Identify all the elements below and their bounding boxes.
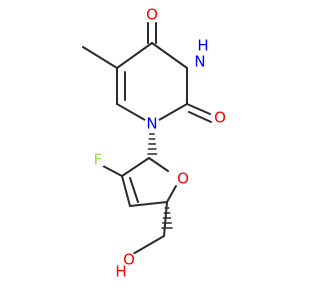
atom-o-furan: O bbox=[175, 170, 191, 188]
structure-diagram: O N H O N F O O H bbox=[82, 5, 228, 281]
bond-c2-o-right bbox=[186, 103, 211, 115]
molecule-canvas: O N H O N F O O H bbox=[82, 5, 228, 281]
bond-c4-c5 bbox=[116, 42, 153, 69]
atom-n-ring: N bbox=[144, 115, 160, 133]
bonds bbox=[82, 22, 212, 255]
atom-oh: O H bbox=[113, 251, 137, 281]
bond-o-furan-c1 bbox=[148, 157, 169, 172]
atom-label-o-hydroxyl: O bbox=[123, 251, 135, 269]
bond-c5-methyl bbox=[82, 46, 118, 69]
atom-label-o-right: O bbox=[214, 109, 226, 127]
bond-c1-c2prime bbox=[121, 157, 150, 177]
bond-c2prime-c3prime bbox=[121, 175, 131, 207]
bond-c5prime-oh bbox=[132, 235, 165, 255]
atom-f: F bbox=[90, 151, 106, 169]
atom-label-o-top: O bbox=[146, 6, 158, 24]
atom-label-h-top: H bbox=[197, 37, 208, 55]
bond-c3prime-c4prime bbox=[129, 201, 168, 207]
atom-label-n-top: N bbox=[194, 53, 205, 71]
atom-nh: N H bbox=[192, 37, 211, 71]
atom-o-right: O bbox=[212, 109, 228, 127]
atom-o-top: O bbox=[144, 6, 160, 24]
bond-c2prime-f bbox=[102, 165, 123, 177]
bond-c4prime-o-furan bbox=[166, 185, 177, 203]
atom-label-f: F bbox=[94, 151, 103, 169]
stereo-bond-c4prime-c5prime bbox=[161, 207, 173, 229]
stereo-bond-n1-c1 bbox=[147, 128, 158, 155]
atom-label-h-hydroxyl: H bbox=[115, 263, 126, 281]
bond-n3-c4 bbox=[151, 42, 188, 69]
bond-c2-o-right-double bbox=[188, 111, 212, 123]
atom-label-n-ring: N bbox=[146, 115, 157, 133]
bond-c2prime-c3prime-double bbox=[129, 177, 139, 203]
bond-c4prime-c5prime bbox=[163, 201, 168, 237]
atom-label-o-furan: O bbox=[177, 170, 189, 188]
